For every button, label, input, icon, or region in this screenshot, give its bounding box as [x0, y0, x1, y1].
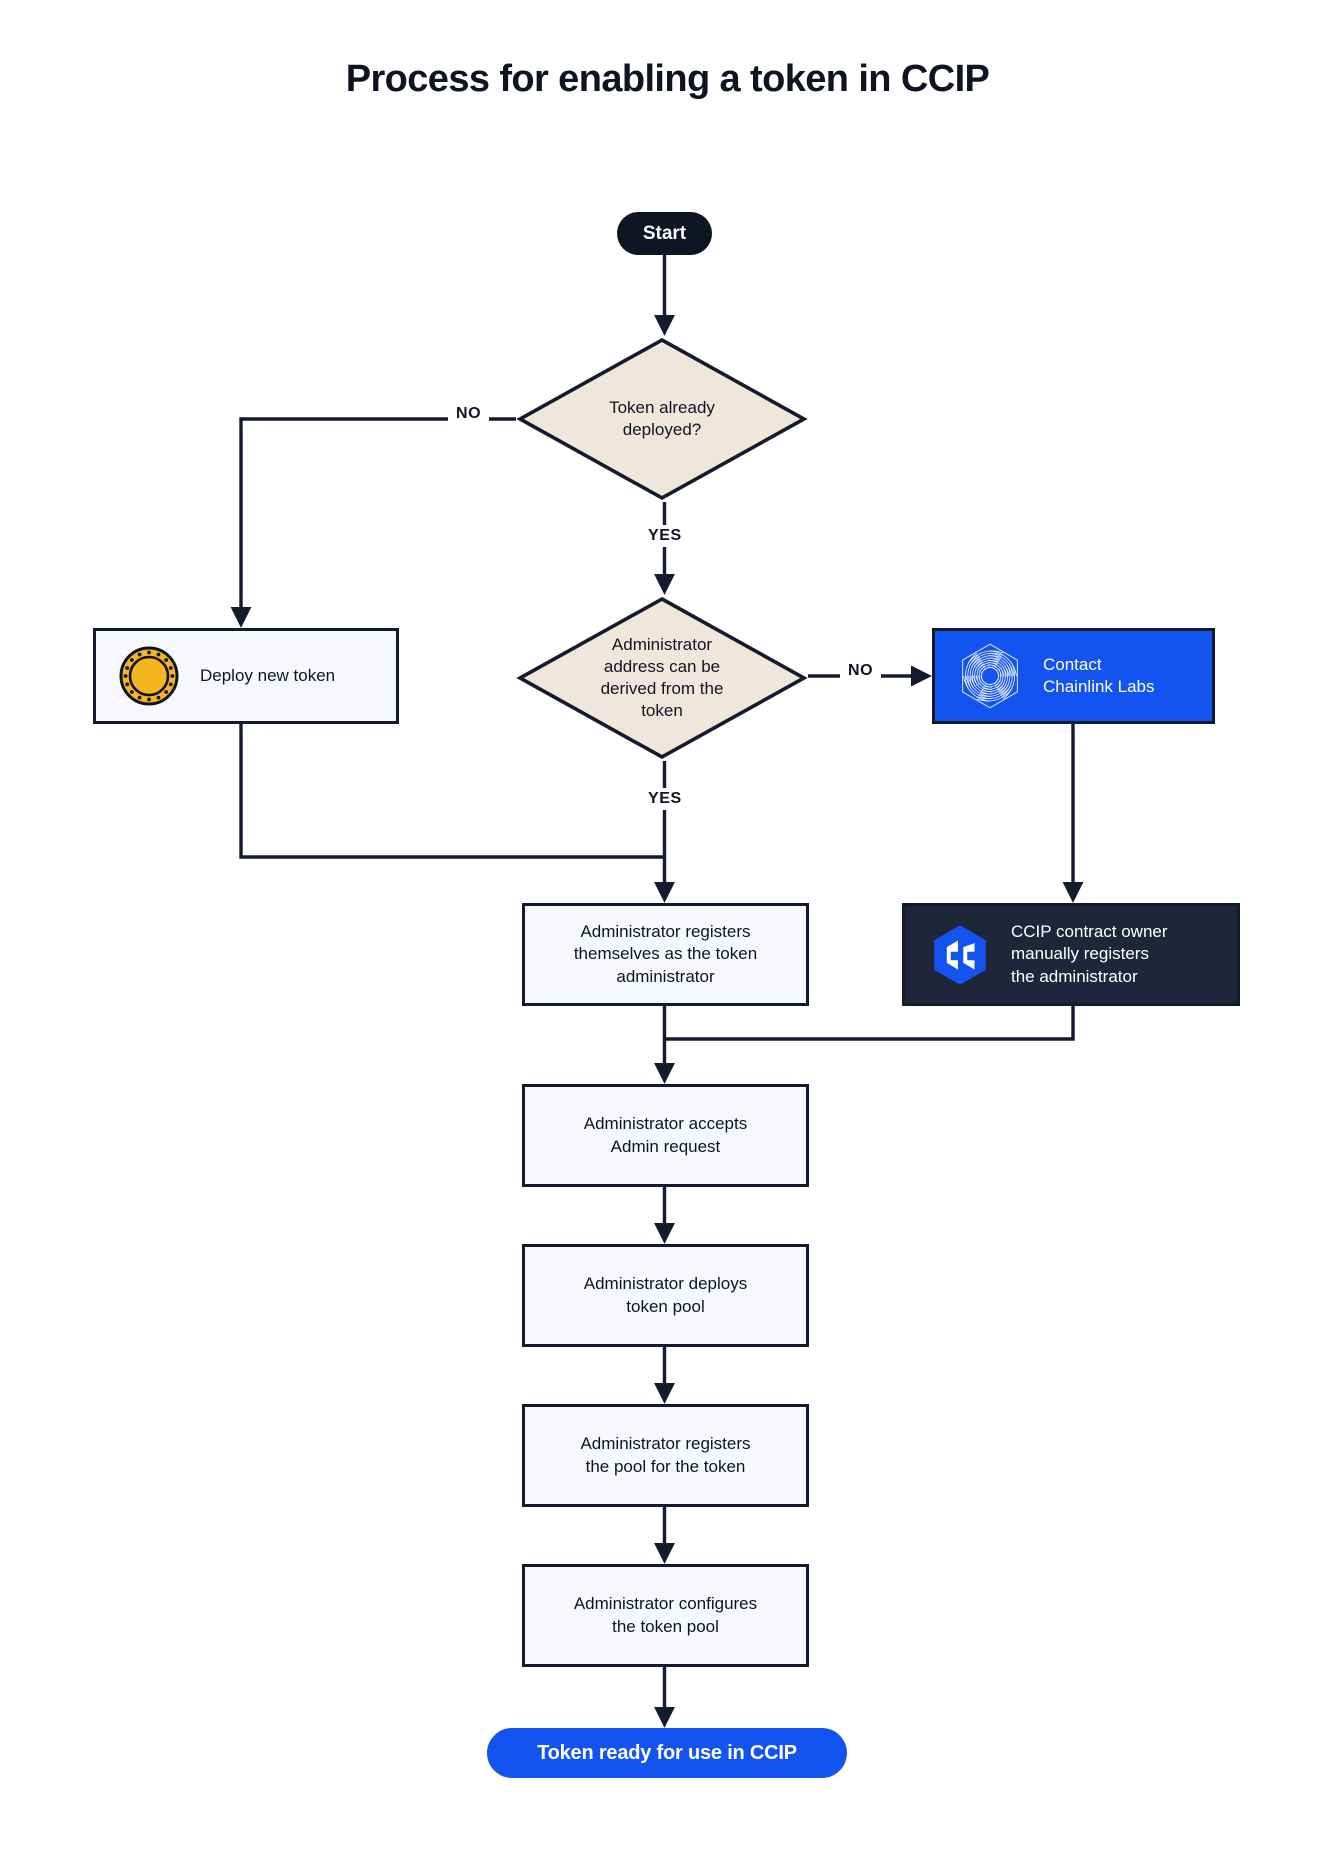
gold-coin-icon — [119, 646, 179, 706]
node-admin-registers-self[interactable]: Administrator registers themselves as th… — [522, 903, 809, 1006]
edge-label-no-token-deployed: NO — [448, 403, 490, 425]
edge-label-yes-token-deployed: YES — [640, 525, 690, 547]
chainlink-labs-logo-icon — [956, 643, 1024, 709]
node-admin-deploys-token-pool[interactable]: Administrator deploys token pool — [522, 1244, 809, 1347]
node-decision-admin-derived-label: Administrator address can be derived fro… — [600, 634, 724, 721]
edge-ccip-owner-to-trunk — [664, 1006, 1075, 1041]
node-ccip-contract-owner[interactable]: CCIP contract owner manually registers t… — [902, 903, 1240, 1006]
diamond-shape — [516, 337, 808, 501]
node-start[interactable]: Start — [617, 212, 712, 255]
node-admin-configures-pool[interactable]: Administrator configures the token pool — [522, 1564, 809, 1667]
node-contact-chainlink-labs[interactable]: Contact Chainlink Labs — [932, 628, 1215, 724]
edge-label-yes-admin-derived: YES — [640, 788, 690, 810]
edge-label-no-admin-derived: NO — [840, 660, 882, 682]
node-admin-accepts-request-label: Administrator accepts Admin request — [583, 1114, 748, 1156]
node-decision-token-deployed-label: Token already deployed? — [609, 397, 715, 439]
diamond-shape — [516, 596, 808, 760]
node-contact-chainlink-labs-label: Contact Chainlink Labs — [1043, 654, 1155, 696]
page-title: Process for enabling a token in CCIP — [345, 58, 990, 100]
node-deploy-new-token-label: Deploy new token — [200, 665, 336, 685]
node-admin-registers-self-label: Administrator registers themselves as th… — [573, 922, 758, 986]
node-token-ready[interactable]: Token ready for use in CCIP — [487, 1728, 847, 1778]
node-token-ready-label: Token ready for use in CCIP — [537, 1741, 797, 1764]
node-admin-deploys-token-pool-label: Administrator deploys token pool — [583, 1274, 748, 1316]
node-deploy-new-token[interactable]: Deploy new token — [93, 628, 399, 724]
node-admin-accepts-request[interactable]: Administrator accepts Admin request — [522, 1084, 809, 1187]
edge-decision1-no-to-deploy — [230, 417, 516, 628]
node-decision-token-deployed[interactable]: Token already deployed? — [516, 336, 808, 502]
node-admin-registers-pool[interactable]: Administrator registers the pool for the… — [522, 1404, 809, 1507]
node-decision-admin-derived[interactable]: Administrator address can be derived fro… — [516, 595, 808, 761]
ccip-logo-icon — [934, 924, 986, 985]
node-ccip-contract-owner-label: CCIP contract owner manually registers t… — [1011, 922, 1168, 986]
node-start-label: Start — [642, 222, 687, 244]
node-admin-configures-pool-label: Administrator configures the token pool — [573, 1594, 758, 1636]
node-admin-registers-pool-label: Administrator registers the pool for the… — [580, 1434, 751, 1476]
